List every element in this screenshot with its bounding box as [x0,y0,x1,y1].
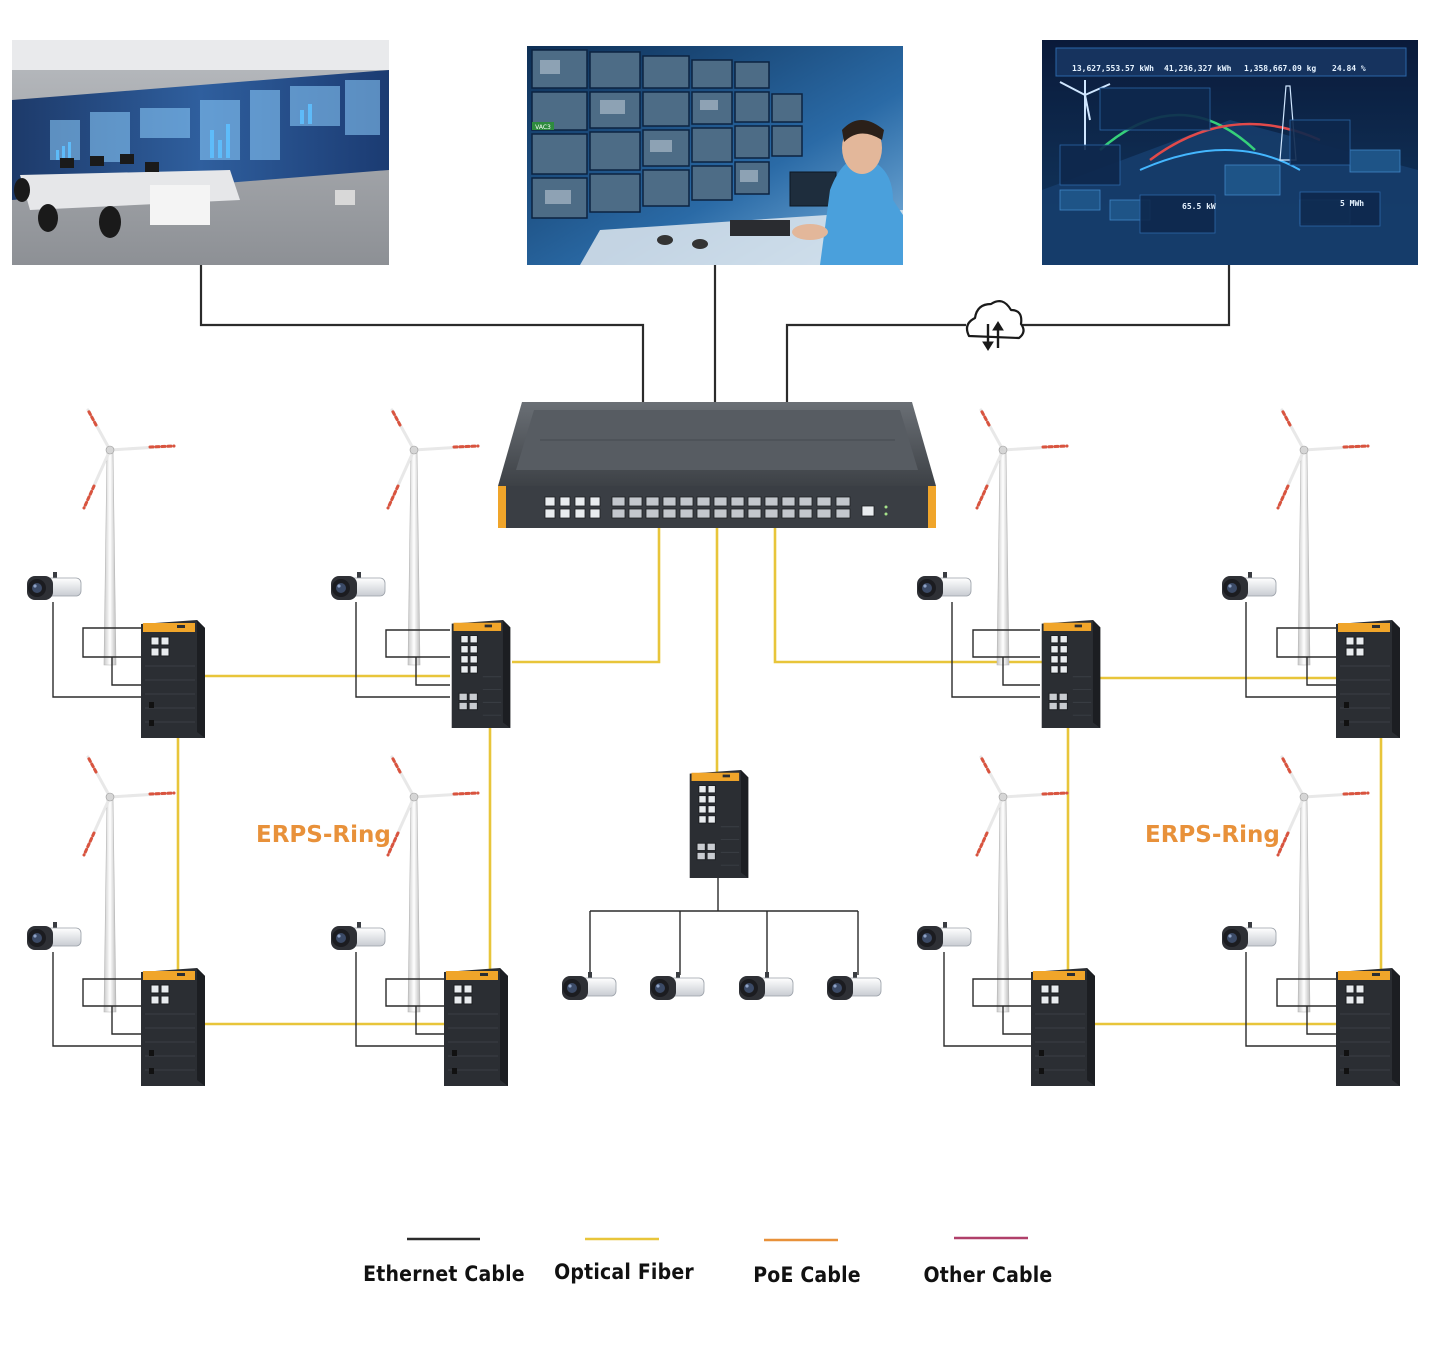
stat-power-production: 13,627,553.57 kWh [1072,64,1154,73]
sfp-port [628,496,643,507]
legend-poe-label: PoE Cable [753,1263,861,1287]
sfp-port [713,508,728,519]
stat-energy: 41,236,327 kWh [1164,64,1232,73]
legend-other-label: Other Cable [923,1263,1053,1287]
sfp-port [662,508,677,519]
sfp-port [679,496,694,507]
sfp-port [730,496,745,507]
ethernet-links-sites [52,602,1338,1047]
uplink-sfp-port [835,508,851,519]
readout-power: 65.5 kW [1182,202,1216,211]
control-room-panel [12,40,389,265]
sfp-port [798,508,813,519]
sfp-port [611,496,626,507]
sfp-port [696,496,711,507]
sfp-port [730,508,745,519]
sfp-port [764,508,779,519]
industrial-switches [140,619,1401,1087]
sfp-port [781,496,796,507]
sfp-port [679,508,694,519]
sfp-port [611,508,626,519]
optical-fiber-links [176,528,1383,1026]
sfp-port [662,496,677,507]
uplink-sfp-port [816,496,832,507]
left-ring-label: ERPS-Ring [256,822,391,848]
uplink-sfp-port [816,508,832,519]
sfp-port [747,496,762,507]
legend-fiber-label: Optical Fiber [554,1260,694,1284]
sfp-port [798,496,813,507]
legend [407,1236,1028,1242]
video-surveillance-panel: VAC3 [527,46,903,265]
sfp-port [781,508,796,519]
camera-tag: VAC3 [535,124,551,131]
legend-ethernet-label: Ethernet Cable [363,1262,525,1286]
sfp-port [713,496,728,507]
stat-co2: 1,358,667.09 kg [1244,64,1316,73]
sfp-port [628,508,643,519]
dashboard-stats: 13,627,553.57 kWh 41,236,327 kWh 1,358,6… [1072,64,1366,73]
energy-dashboard-panel: 13,627,553.57 kWh 41,236,327 kWh 1,358,6… [1042,40,1418,265]
core-switch [498,402,936,528]
stat-percent: 24.84 % [1332,64,1366,73]
uplink-sfp-port [835,496,851,507]
right-ring-label: ERPS-Ring [1145,822,1280,848]
cloud-upload-download-icon [965,299,1025,351]
sfp-port [747,508,762,519]
sfp-port [645,496,660,507]
sfp-port [645,508,660,519]
sfp-port [696,508,711,519]
readout-energy: 5 MWh [1340,199,1364,208]
ethernet-links-top [199,265,1231,402]
sfp-port [764,496,779,507]
